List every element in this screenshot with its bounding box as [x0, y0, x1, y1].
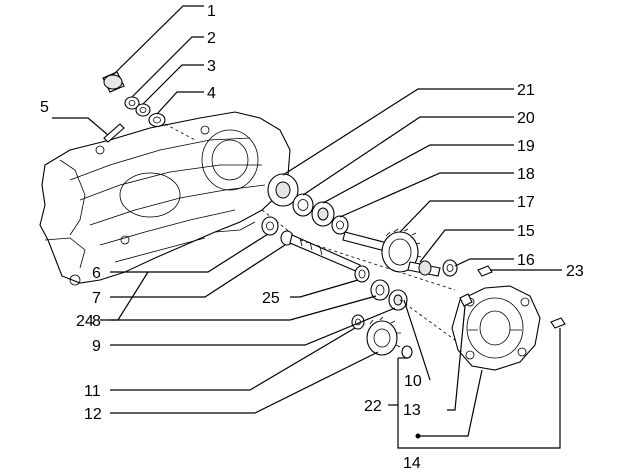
part-12-gear	[366, 316, 401, 356]
callout-7: 7	[92, 290, 101, 307]
callout-20: 20	[517, 110, 535, 127]
callout-8: 8	[92, 313, 101, 330]
part-6-seal	[261, 216, 279, 236]
callout-5: 5	[40, 99, 49, 116]
part-3-spring	[135, 103, 151, 117]
part-25-circlip	[354, 265, 370, 283]
callout-12: 12	[84, 406, 102, 423]
callout-24: 24	[76, 313, 94, 330]
callout-4: 4	[207, 85, 216, 102]
callout-9: 9	[92, 338, 101, 355]
part-13-dowel	[459, 293, 473, 307]
part-9-bearing	[388, 289, 408, 311]
callout-2: 2	[207, 30, 216, 47]
leader-lines	[52, 5, 562, 449]
part-19-bearing	[311, 201, 335, 227]
callout-16: 16	[517, 252, 535, 269]
callout-6: 6	[92, 265, 101, 282]
part-16-plug	[442, 259, 458, 277]
callout-3: 3	[207, 58, 216, 75]
crankcase-housing	[39, 111, 301, 286]
callout-25: 25	[262, 290, 280, 307]
callout-labels: 1 2 3 4 5 6 7 8 9 10 11 12 13 14 15 16 1…	[40, 3, 584, 472]
callout-14: 14	[403, 455, 421, 472]
callout-21: 21	[517, 82, 535, 99]
callout-1: 1	[207, 3, 216, 20]
callout-11: 11	[84, 383, 101, 400]
callout-15: 15	[517, 223, 535, 240]
part-10-bush	[401, 345, 413, 359]
callout-10: 10	[404, 373, 422, 390]
part-17-gear-shaft	[342, 228, 422, 273]
part-11-washer	[351, 314, 365, 330]
callout-17: 17	[517, 194, 535, 211]
callout-18: 18	[517, 166, 535, 183]
part-5-pin	[103, 123, 125, 143]
part-18-washer	[331, 215, 349, 235]
callout-13: 13	[403, 402, 421, 419]
callout-23: 23	[566, 263, 584, 280]
callout-19: 19	[517, 138, 535, 155]
part-20-seal	[292, 193, 314, 217]
part-21-bearing	[267, 173, 299, 207]
part-23-screw	[477, 265, 566, 329]
gear-cover	[451, 285, 541, 371]
callout-22: 22	[364, 398, 382, 415]
part-1-bushing	[102, 71, 125, 93]
part-8-bearing	[370, 279, 390, 301]
part-15-gear	[407, 260, 441, 277]
